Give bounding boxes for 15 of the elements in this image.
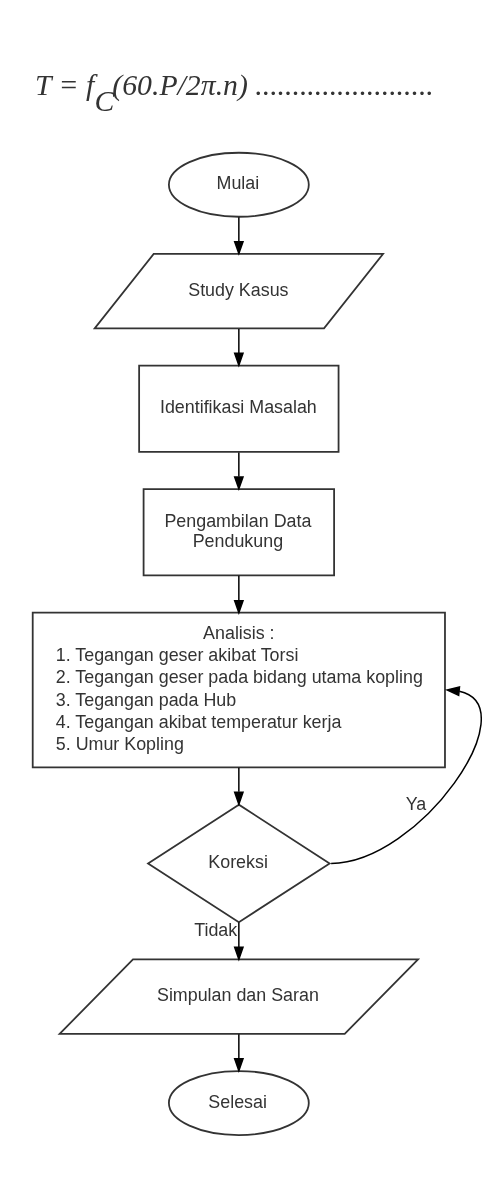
node-box: Identifikasi Masalah (138, 364, 340, 453)
arrow (330, 685, 482, 864)
arrow (233, 216, 245, 256)
arrow (233, 574, 245, 615)
node-box: Pengambilan Data Pendukung (142, 487, 335, 576)
arrow (233, 1033, 245, 1073)
node-diamond: Koreksi (146, 803, 332, 923)
arrow (233, 921, 245, 962)
arrow (233, 327, 245, 367)
arrow (233, 766, 245, 806)
edge-label: Ya (405, 793, 427, 814)
node-box: Analisis : 1. Tegangan geser akibat Torsi 2. Tegangan geser pada bidang utama kopling 3. Tegangan pada Hub 4. Tegangan akibat temperatur kerja 5. Umur Kopling (31, 611, 446, 768)
arrow (233, 451, 245, 491)
node-ellipse: Mulai (168, 151, 310, 218)
node-ellipse: Selesai (168, 1069, 310, 1136)
